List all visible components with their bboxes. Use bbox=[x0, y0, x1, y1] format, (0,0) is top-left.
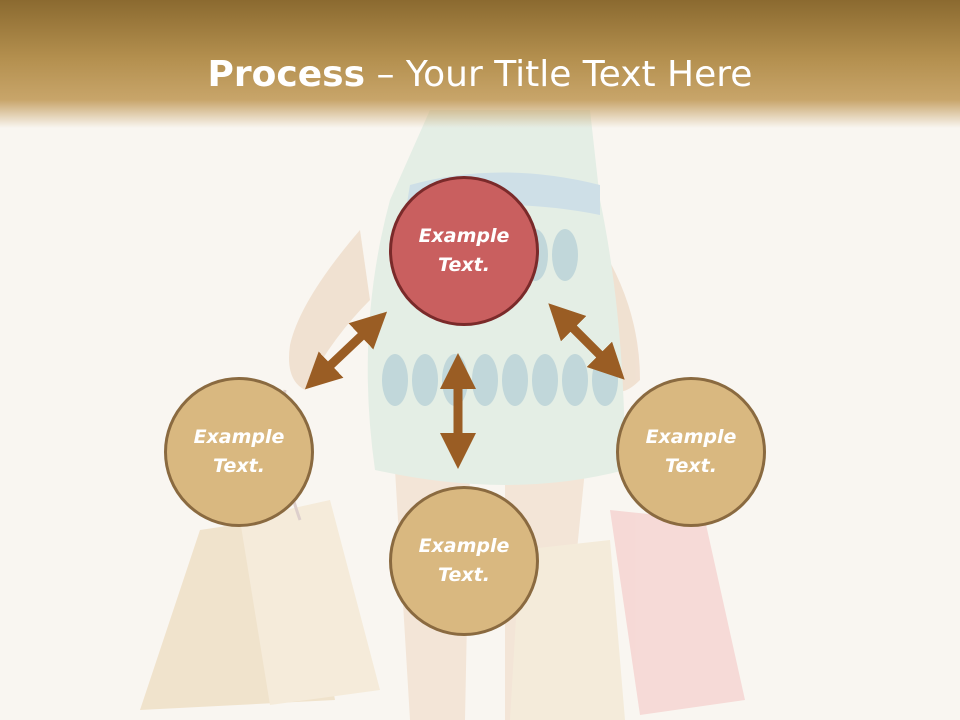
arrow-left-double bbox=[304, 311, 388, 390]
node-right-label: Example Text. bbox=[631, 423, 751, 481]
title-bar: Process – Your Title Text Here bbox=[0, 0, 960, 128]
node-top-line1: Example bbox=[418, 225, 510, 247]
node-top-label: Example Text. bbox=[404, 222, 524, 280]
node-bottom-label: Example Text. bbox=[404, 532, 524, 590]
title-rest: – Your Title Text Here bbox=[365, 54, 753, 95]
node-bottom: Example Text. bbox=[389, 486, 539, 636]
node-bottom-line2: Text. bbox=[438, 564, 490, 586]
node-left-label: Example Text. bbox=[179, 423, 299, 481]
node-right-line2: Text. bbox=[665, 455, 717, 477]
photo-bag-right-pink bbox=[610, 510, 745, 715]
node-bottom-line1: Example bbox=[418, 535, 510, 557]
photo-bag-left bbox=[140, 515, 335, 710]
title-bold: Process bbox=[207, 54, 366, 95]
slide-title: Process – Your Title Text Here bbox=[0, 52, 960, 98]
node-left: Example Text. bbox=[164, 377, 314, 527]
arrow-right-double bbox=[548, 303, 625, 380]
photo-bag-left-2 bbox=[240, 500, 380, 705]
node-right-line1: Example bbox=[645, 426, 737, 448]
node-left-line2: Text. bbox=[213, 455, 265, 477]
node-left-line1: Example bbox=[193, 426, 285, 448]
node-top-line2: Text. bbox=[438, 254, 490, 276]
node-top: Example Text. bbox=[389, 176, 539, 326]
node-right: Example Text. bbox=[616, 377, 766, 527]
photo-bag-right bbox=[510, 540, 625, 720]
